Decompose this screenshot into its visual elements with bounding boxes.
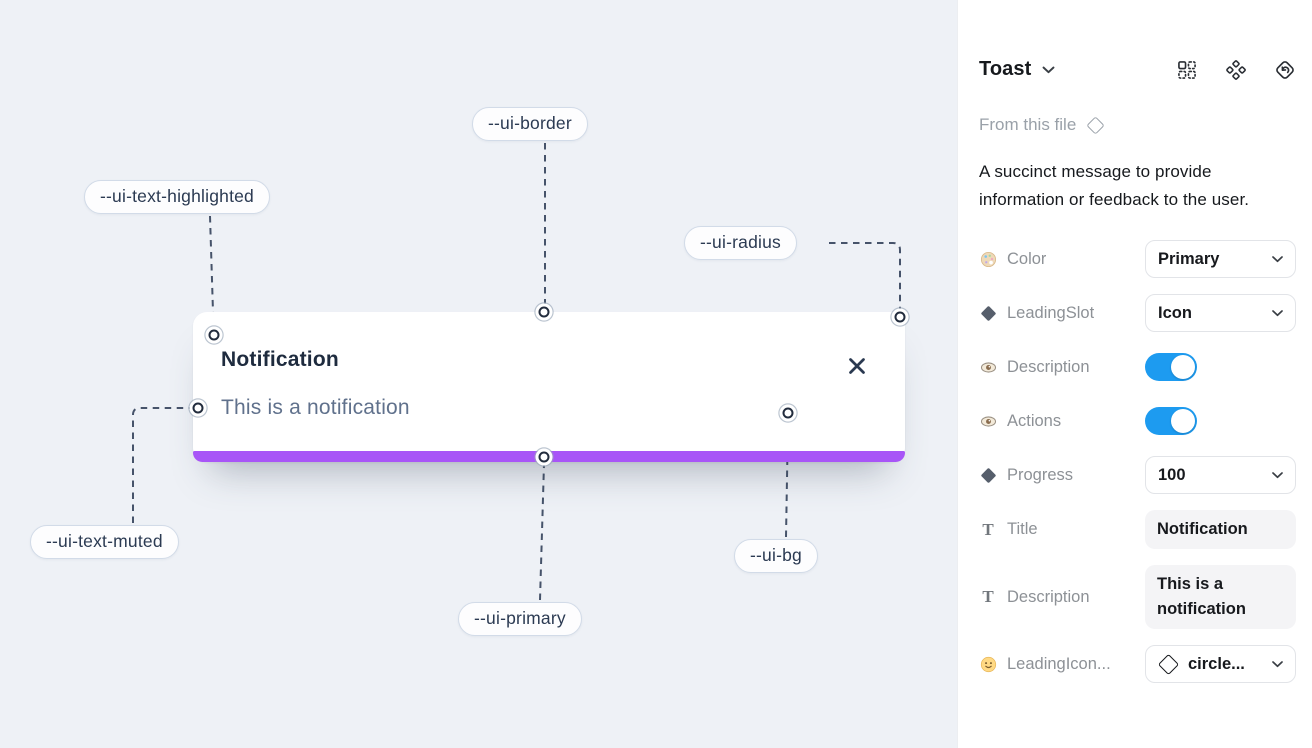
diamond-outline-icon — [1086, 115, 1105, 135]
component-title: Toast — [979, 58, 1032, 80]
progress-dropdown[interactable]: 100 — [1145, 456, 1296, 494]
close-icon — [849, 358, 865, 374]
panel-header: Toast — [979, 58, 1296, 81]
description-text-field[interactable]: This is a notification — [1145, 565, 1296, 629]
connector-dot-primary — [538, 451, 550, 463]
annotation-pill-ui-primary: --ui-primary — [458, 602, 582, 636]
property-row-description-toggle: Description — [979, 348, 1296, 386]
eye-icon — [979, 413, 997, 430]
leadingicon-dropdown[interactable]: circle... — [1145, 645, 1296, 683]
close-button[interactable] — [845, 354, 869, 378]
property-row-leadingslot: LeadingSlot Icon — [979, 294, 1296, 332]
text-icon: T — [982, 587, 994, 606]
property-row-leadingicon: LeadingIcon... circle... — [979, 645, 1296, 683]
property-label: Color — [1007, 249, 1047, 268]
connector-dot-text-highlighted — [208, 329, 220, 341]
line-ui-text-muted — [132, 407, 190, 523]
annotation-pill-ui-text-highlighted: --ui-text-highlighted — [84, 180, 270, 214]
chevron-down-icon — [1272, 660, 1283, 667]
text-icon: T — [982, 519, 994, 539]
property-label: Title — [1007, 520, 1038, 538]
component-icon[interactable] — [1225, 59, 1247, 81]
property-row-title: T Title Notification — [979, 510, 1296, 549]
toast-title: Notification — [221, 348, 339, 371]
toast-description: This is a notification — [221, 396, 410, 419]
smiley-icon — [979, 656, 997, 673]
line-ui-primary — [539, 463, 545, 601]
description-toggle[interactable] — [1145, 353, 1197, 381]
annotation-pill-ui-text-muted: --ui-text-muted — [30, 525, 179, 559]
chevron-down-icon — [1272, 471, 1283, 478]
property-row-actions-toggle: Actions — [979, 402, 1296, 440]
annotation-pill-ui-border: --ui-border — [472, 107, 588, 141]
connector-dot-radius — [894, 311, 906, 323]
annotation-pill-ui-bg: --ui-bg — [734, 539, 818, 573]
leadingslot-dropdown[interactable]: Icon — [1145, 294, 1296, 332]
palette-icon — [979, 251, 997, 268]
instance-grid-icon[interactable] — [1176, 59, 1198, 81]
color-dropdown[interactable]: Primary — [1145, 240, 1296, 278]
property-label: Actions — [1007, 411, 1062, 430]
diamond-icon — [979, 467, 997, 483]
chevron-down-icon[interactable] — [1042, 66, 1055, 74]
property-label: LeadingIcon... — [1007, 654, 1111, 673]
property-label: LeadingSlot — [1007, 303, 1095, 322]
component-description: A succinct message to provide informatio… — [979, 162, 1250, 209]
line-ui-radius — [829, 242, 901, 310]
title-text-field[interactable]: Notification — [1145, 510, 1296, 549]
property-row-progress: Progress 100 — [979, 456, 1296, 494]
chevron-down-icon — [1272, 309, 1283, 316]
connector-dot-text-muted — [192, 402, 204, 414]
source-label: From this file — [979, 115, 1077, 134]
property-label: Description — [1007, 587, 1090, 606]
canvas: Notification This is a notification --ui… — [0, 0, 957, 748]
property-label: Progress — [1007, 465, 1074, 484]
diamond-icon — [979, 305, 997, 321]
restore-arrow-diamond-icon[interactable] — [1274, 59, 1296, 81]
annotation-pill-ui-radius: --ui-radius — [684, 226, 797, 260]
connector-dot-border — [538, 306, 550, 318]
chevron-down-icon — [1272, 255, 1283, 262]
actions-toggle[interactable] — [1145, 407, 1197, 435]
property-row-description-text: T Description This is a notification — [979, 565, 1296, 629]
source-row: From this file — [979, 115, 1296, 135]
connector-dot-bg — [782, 407, 794, 419]
properties-panel: Toast — [957, 0, 1312, 748]
diamond-outline-icon — [1157, 653, 1180, 675]
toast-component: Notification This is a notification — [193, 312, 905, 462]
property-row-color: Color Primary — [979, 240, 1296, 278]
property-rows: Color Primary LeadingSlot Icon — [979, 240, 1296, 683]
property-label: Description — [1007, 357, 1090, 376]
eye-icon — [979, 359, 997, 376]
